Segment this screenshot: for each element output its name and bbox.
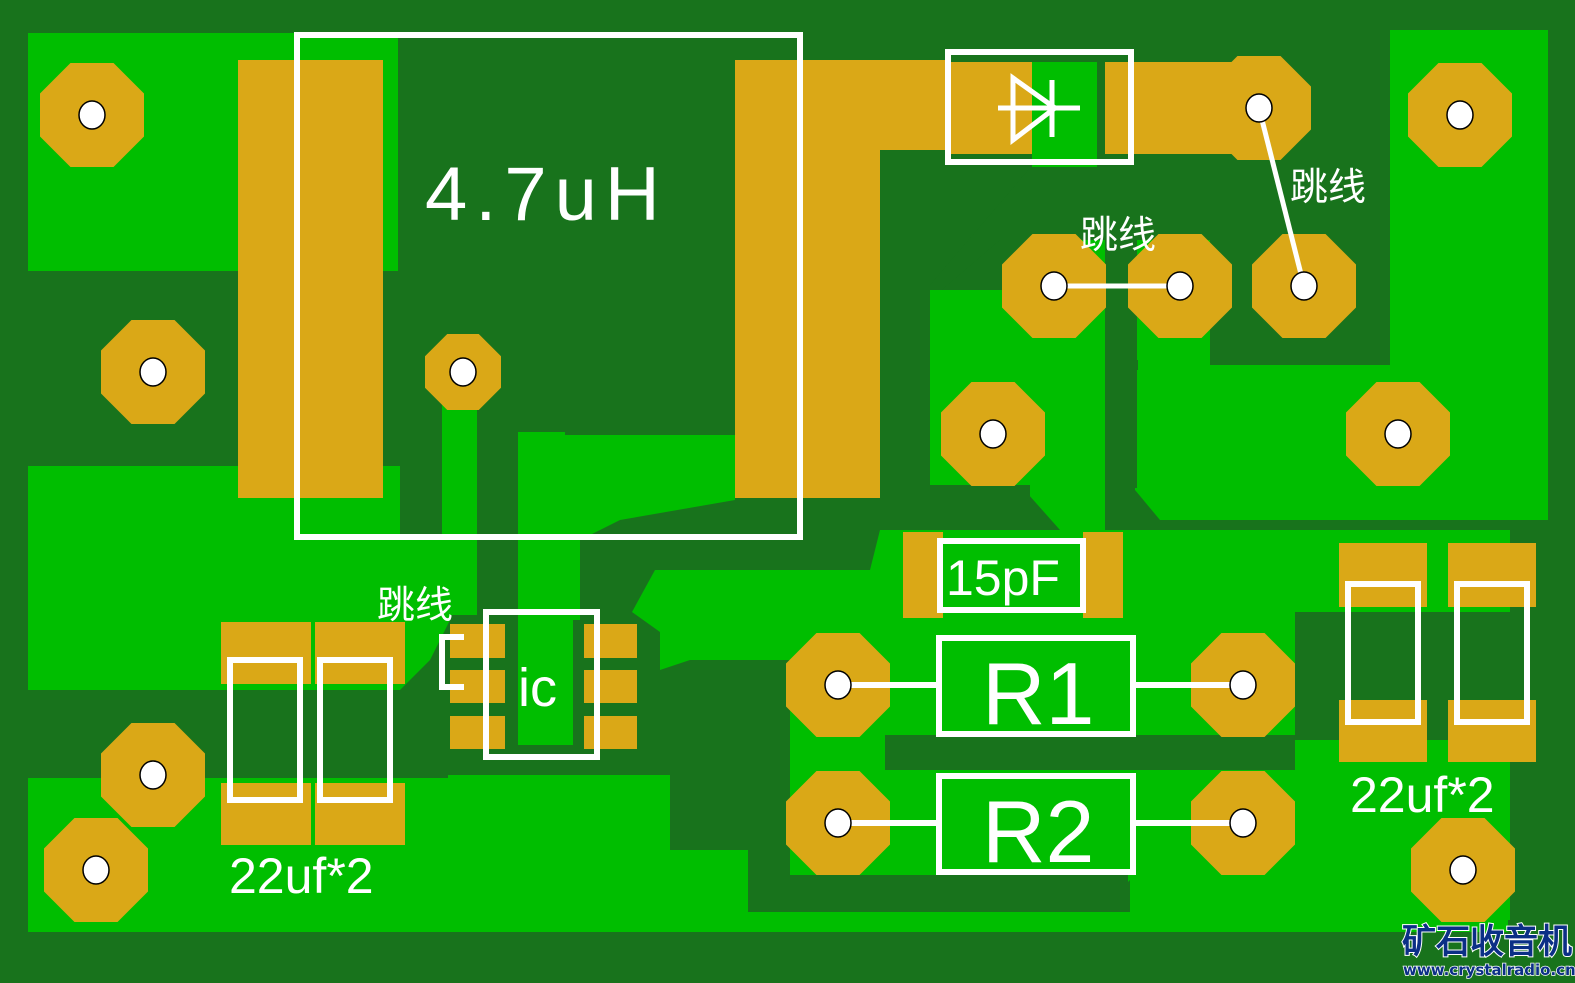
drill-hole [1449, 855, 1477, 885]
smd-pads [221, 60, 1536, 845]
drill-hole [1290, 271, 1318, 301]
capR1-pad-top [1339, 543, 1427, 607]
trace-inductor-diode [880, 60, 950, 150]
gap-upper-mid-right [1105, 168, 1137, 488]
silkscreen [227, 32, 1530, 875]
diode-icon [998, 73, 1080, 146]
drill-hole [449, 357, 477, 387]
pour-ic-center [518, 610, 573, 745]
cap-left-label: 22uf*2 [229, 848, 374, 904]
jumper-label-horizontal: 跳线 [1080, 213, 1156, 257]
ic-pad-1 [450, 624, 505, 658]
gap-right-edge [1548, 0, 1575, 983]
cap15-pad-right [1083, 532, 1123, 618]
capR2-outline [1454, 581, 1530, 725]
cap-right-label: 22uf*2 [1350, 767, 1495, 823]
inductor-pad-left [238, 60, 383, 498]
inductor-label: 4.7uH [425, 152, 668, 237]
capR1-pad-bottom [1339, 700, 1427, 762]
drill-hole [979, 419, 1007, 449]
drill-holes [78, 93, 1477, 885]
ic-pad-6 [584, 716, 637, 749]
gap-res-frame-bottom [748, 875, 1128, 912]
drill-hole [139, 357, 167, 387]
capR1-outline [1345, 581, 1421, 725]
ic-outline [483, 609, 600, 760]
jumper-label-diagonal: 跳线 [1290, 165, 1366, 209]
gap-diag-midright [930, 168, 1105, 300]
r1-label: R1 [982, 644, 1095, 743]
drill-hole [824, 808, 852, 838]
gap-res-frame-left [748, 660, 790, 910]
jumper-wire-diagonal [1256, 107, 1307, 287]
drill-hole [139, 760, 167, 790]
capR2-pad-top [1448, 543, 1536, 607]
gap-right-above-caps [1295, 612, 1548, 622]
drill-hole [1446, 100, 1474, 130]
pour-diode-inner [1032, 62, 1097, 167]
drill-hole [1229, 670, 1257, 700]
drill-hole [1040, 271, 1068, 301]
capL1-pad-top [221, 622, 311, 684]
drill-hole [82, 855, 110, 885]
capL1-pad-bottom [221, 783, 311, 845]
gap-left-edge [0, 0, 28, 983]
gap-top-edge [0, 0, 1575, 30]
inductor-pad-right [735, 60, 880, 498]
diode-outline [945, 49, 1134, 165]
cap15-label: 15pF [946, 550, 1060, 606]
r2-label: R2 [982, 782, 1095, 881]
ic-pin1-marker [439, 634, 464, 690]
ic-pad-3 [450, 716, 505, 749]
drill-hole [78, 100, 106, 130]
drill-hole [1229, 808, 1257, 838]
capL1-outline [227, 657, 303, 803]
capL2-outline [317, 657, 393, 803]
drill-hole [824, 670, 852, 700]
pour-via-trace [442, 405, 477, 615]
capR2-pad-bottom [1448, 700, 1536, 762]
drill-hole [1384, 419, 1412, 449]
gap-left-lower [28, 690, 448, 778]
pour-center [518, 432, 735, 620]
jumper-label-ic: 跳线 [377, 583, 453, 627]
cap15-outline [937, 538, 1086, 613]
gap-res-middle [885, 735, 1295, 770]
cap15-pad-left [903, 532, 943, 618]
drill-hole [1245, 93, 1273, 123]
logo-name: 矿石收音机 [1402, 922, 1572, 962]
ic-pad-4 [584, 624, 637, 658]
logo-url: www.crystalradio.cn [1403, 961, 1575, 979]
drill-hole [1166, 271, 1194, 301]
gap-bottom-edge [0, 932, 1575, 983]
ic-label: ic [518, 658, 557, 718]
ic-pad-5 [584, 670, 637, 703]
inductor-outline [294, 32, 803, 540]
